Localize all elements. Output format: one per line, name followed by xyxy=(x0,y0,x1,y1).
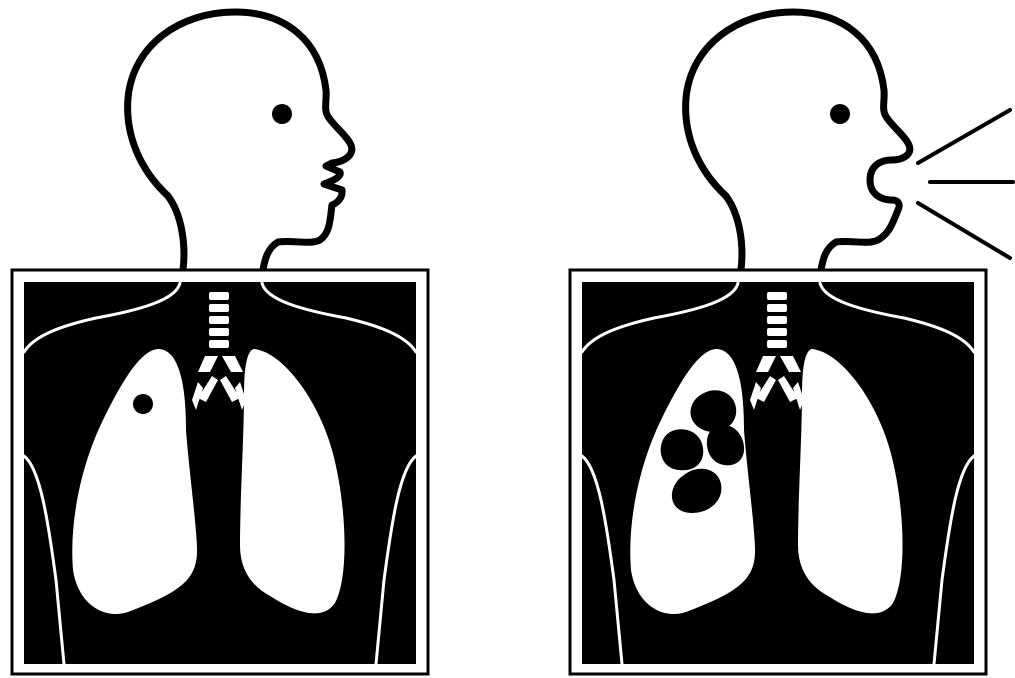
panel-left xyxy=(12,12,428,674)
cavity-middle-left xyxy=(661,429,704,470)
panel-right xyxy=(570,12,1013,674)
cough-lines xyxy=(918,110,1013,258)
eye-right xyxy=(830,104,850,124)
cough-line-upper xyxy=(918,110,1010,163)
xray-film-right xyxy=(582,282,974,664)
head-right-outline xyxy=(686,12,910,270)
lesion-nodule xyxy=(133,394,153,414)
cough-line-lower xyxy=(918,203,1010,258)
head-left xyxy=(128,12,352,270)
xray-film-left xyxy=(24,282,416,664)
head-right xyxy=(686,12,910,270)
eye-left xyxy=(272,104,292,124)
head-left-outline xyxy=(128,12,352,270)
